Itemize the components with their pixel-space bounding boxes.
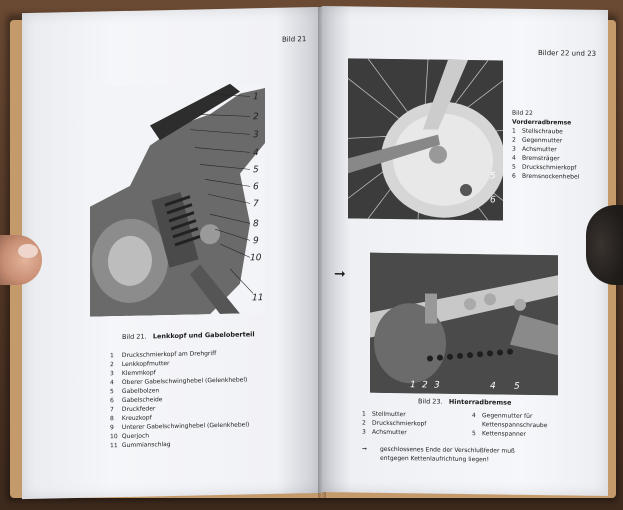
callout-1: 1 bbox=[253, 92, 259, 102]
arrow-icon: ➞ bbox=[362, 445, 368, 453]
steering-head-illustration bbox=[90, 83, 265, 317]
chain-clip-note: ➞geschlossenes Ende der Verschlußfeder m… bbox=[362, 445, 515, 464]
callout-8: 8 bbox=[253, 219, 259, 229]
callout-5: 5 bbox=[514, 382, 520, 392]
rear-brake-illustration bbox=[370, 252, 558, 396]
callout-11: 11 bbox=[252, 293, 263, 303]
right-thumb bbox=[586, 205, 623, 285]
callout-3: 3 bbox=[253, 130, 259, 140]
callout-9: 9 bbox=[253, 236, 259, 246]
legend-row: 11 Gummianschlag bbox=[110, 441, 171, 450]
figure-21-callouts: 1 2 3 4 5 6 7 8 9 10 11 bbox=[189, 92, 263, 303]
callout-1: 1 bbox=[410, 380, 416, 390]
callout-10: 10 bbox=[250, 253, 262, 263]
callout-2: 2 bbox=[253, 112, 259, 122]
callout-4: 4 bbox=[490, 381, 496, 391]
callout-5: 5 bbox=[490, 171, 496, 181]
page-header: Bilder 22 und 23 bbox=[538, 49, 597, 58]
callout-5: 5 bbox=[253, 165, 259, 175]
left-finger bbox=[0, 235, 42, 285]
page-header: Bild 21 bbox=[282, 35, 307, 44]
right-page: Bilder 22 und 23 5 6 Bild 22 Vorderradbr… bbox=[322, 6, 608, 496]
callout-3: 3 bbox=[434, 381, 440, 391]
callout-7: 7 bbox=[253, 199, 259, 209]
arrow-icon: ➞ bbox=[334, 266, 346, 283]
callout-6: 6 bbox=[490, 195, 496, 205]
figure-23-callouts: 1 2 3 4 5 bbox=[410, 380, 520, 392]
callout-2: 2 bbox=[422, 380, 428, 390]
figure-22-photo bbox=[348, 58, 503, 221]
figure-22-callouts: 5 6 bbox=[490, 171, 496, 205]
figure-21-photo bbox=[90, 83, 265, 317]
left-page: Bild 21 bbox=[22, 6, 322, 500]
figure-21-legend: 1 Druckschmierkopf am Drehgriff 2 Lenkko… bbox=[110, 348, 249, 450]
callout-6: 6 bbox=[253, 182, 259, 192]
figure-23-caption: Bild 23. Hinterradbremse bbox=[418, 397, 512, 407]
figure-23-photo bbox=[370, 252, 558, 396]
callout-4: 4 bbox=[253, 148, 259, 158]
left-fingernail bbox=[18, 244, 38, 258]
figure-21-caption: Bild 21. Lenkkopf und Gabeloberteil bbox=[122, 330, 255, 342]
front-brake-illustration bbox=[348, 58, 503, 221]
